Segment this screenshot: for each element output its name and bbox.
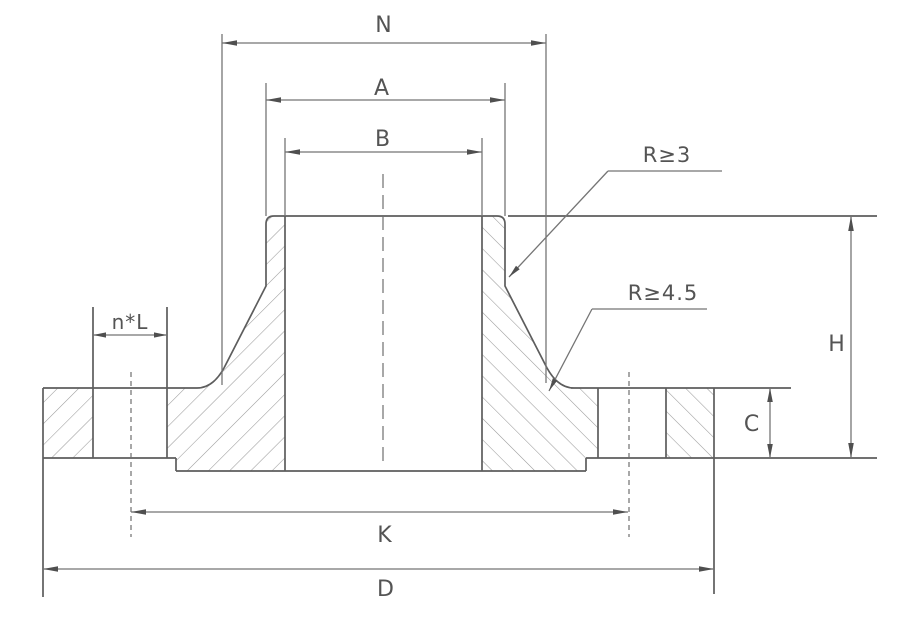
label-bolt-circle-diameter: K xyxy=(377,523,392,548)
label-flange-thickness: C xyxy=(744,412,760,437)
centerlines xyxy=(130,174,630,537)
label-weld-end-diameter: A xyxy=(374,76,390,101)
bolt-hole-centerlines xyxy=(130,372,630,537)
hatch-left-half xyxy=(43,216,285,471)
hatch-right-half xyxy=(482,216,714,471)
section-hatching xyxy=(43,216,714,471)
dimension-arrowheads xyxy=(43,40,854,572)
label-bore-diameter: B xyxy=(375,127,391,152)
part-outline xyxy=(42,215,877,597)
label-hub-fillet-radius: R≥4.5 xyxy=(628,281,699,305)
label-hub-base-diameter: N xyxy=(375,13,392,38)
label-outside-diameter: D xyxy=(377,577,395,602)
dimension-lines xyxy=(43,34,852,570)
label-bolt-holes: n*L xyxy=(112,310,149,334)
dimension-labels: N A B n*L K D H C R≥3 R≥4.5 xyxy=(112,13,846,602)
label-overall-height: H xyxy=(828,332,846,357)
label-weld-neck-radius: R≥3 xyxy=(643,143,692,167)
